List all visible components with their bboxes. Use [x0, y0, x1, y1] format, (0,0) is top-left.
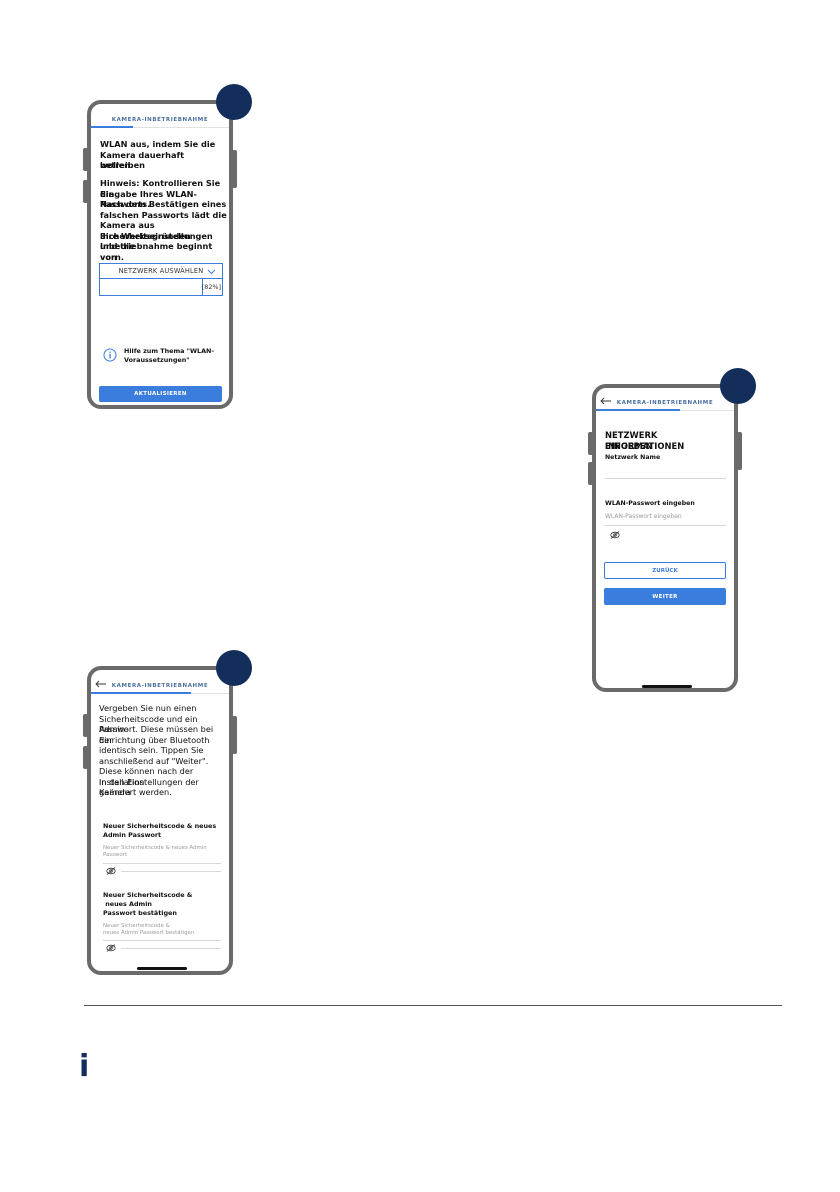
tab-active-indicator	[91, 126, 133, 128]
intro-line-5: identisch sein. Tippen Sie	[99, 745, 204, 755]
hint-line-1: Hinweis: Kontrollieren Sie die	[100, 178, 221, 199]
update-button[interactable]: AKTUALISIEREN	[99, 386, 222, 402]
intro-line-8: in den Einstellungen der Kamera	[99, 776, 199, 798]
hint-line-2: Eingabe Ihres WLAN-Passworts.	[100, 188, 197, 210]
security-code-placeholder-line-2: Passwort	[103, 851, 127, 858]
tab-active-indicator	[596, 409, 680, 411]
security-code-underline	[103, 863, 221, 864]
network-name-label: Netzwerk Name	[605, 454, 661, 461]
hint-line-6: ihre Werkseinstellungen und die	[100, 230, 213, 252]
help-link[interactable]: Hilfe zum Thema "WLAN- Voraussetzungen"	[103, 346, 223, 368]
signal-strength: [82%]	[201, 283, 221, 291]
side-button-left-2	[588, 462, 593, 485]
confirm-label-line-1: Neuer Sicherheitscode &	[103, 891, 193, 899]
confirm-placeholder-line-2: neues Admin Passwort bestätigen	[103, 929, 195, 936]
intro-line-3: Passwort. Diese müssen bei der	[99, 724, 214, 745]
security-code-strength-bar	[121, 871, 221, 872]
step-marker-1	[216, 84, 252, 120]
step-marker-2	[720, 368, 756, 404]
intro-line-2: Kamera dauerhaft betreiben	[100, 149, 185, 171]
heading-line-2: EINGEBEN	[605, 440, 653, 451]
side-button-left-2	[83, 180, 88, 203]
side-button-left-1	[83, 714, 88, 737]
info-icon: i	[79, 1049, 90, 1084]
security-code-placeholder-line-1: Neuer Sicherheitscode & neues Admin	[103, 845, 207, 851]
hint-line-8: vorn.	[100, 251, 124, 262]
phone-frame-2: KAMERA-INBETRIEBNAHME NETZWERK INFORMATI…	[592, 384, 738, 692]
network-select-label: NETZWERK AUSWÄHLEN	[118, 267, 204, 275]
eye-slash-icon[interactable]	[106, 944, 116, 952]
signal-divider	[202, 279, 203, 295]
back-arrow-icon[interactable]	[95, 680, 107, 688]
step-marker-3	[216, 650, 252, 686]
side-button-left-1	[588, 432, 593, 455]
wifi-password-input[interactable]: WLAN-Passwort eingeben	[605, 513, 682, 520]
intro-line-9: geändert werden.	[99, 787, 172, 797]
confirm-placeholder-line-1: Neuer Sicherheitscode &	[103, 923, 170, 929]
intro-line-1: Vergeben Sie nun einen	[99, 703, 197, 713]
help-line-1: Hilfe zum Thema "WLAN-	[124, 347, 215, 355]
wifi-password-underline	[605, 525, 726, 526]
next-button[interactable]: WEITER	[604, 588, 726, 605]
side-button-left-2	[83, 746, 88, 769]
back-button[interactable]: ZURÜCK	[604, 562, 726, 579]
eye-slash-icon[interactable]	[610, 531, 620, 539]
security-code-label-line-2: Admin Passwort	[103, 831, 162, 839]
app-title: KAMERA-INBETRIEBNAHME	[616, 400, 714, 406]
side-button-right	[737, 432, 742, 470]
intro-line-6: anschließend auf "Weiter".	[99, 755, 209, 766]
app-title: KAMERA-INBETRIEBNAHME	[111, 683, 209, 689]
hint-line-4: falschen Passworts lädt die	[100, 209, 227, 220]
hint-line-5: Kamera aus Sicherheitsgründen	[100, 220, 191, 241]
confirm-underline	[103, 940, 221, 941]
intro-line-4: Einrichtung über Bluetooth	[99, 734, 210, 745]
chevron-down-icon	[207, 269, 216, 275]
side-button-right	[232, 150, 237, 188]
phone-frame-1: KAMERA-INBETRIEBNAHME WLAN aus, indem Si…	[87, 100, 233, 409]
info-circle-icon	[103, 348, 117, 362]
app-title: KAMERA-INBETRIEBNAHME	[111, 117, 209, 123]
heading-line-1: NETZWERK INFORMATIONEN	[605, 430, 685, 451]
security-code-input[interactable]: Neuer Sicherheitscode & neues Admin Pass…	[103, 845, 207, 858]
intro-line-7: Diese können nach der Installation	[99, 766, 194, 787]
intro-line-1: WLAN aus, indem Sie die	[100, 139, 216, 149]
confirm-label-line-2: neues Admin	[103, 900, 152, 908]
back-arrow-icon[interactable]	[600, 397, 612, 405]
side-button-right	[232, 716, 237, 754]
intro-line-2: Sicherheitscode und ein Admin-	[99, 713, 198, 735]
phone-frame-3: KAMERA-INBETRIEBNAHME Vergeben Sie nun e…	[87, 666, 233, 975]
hint-line-3: Nach dem Bestätigen eines	[100, 199, 227, 209]
tab-underline	[91, 127, 229, 128]
security-code-label-line-1: Neuer Sicherheitscode & neues	[103, 822, 217, 830]
home-indicator	[642, 685, 692, 688]
network-name-field[interactable]	[605, 478, 726, 479]
confirm-input[interactable]: Neuer Sicherheitscode & neues Admin Pass…	[103, 923, 194, 936]
wifi-password-label: WLAN-Passwort eingeben	[605, 500, 695, 507]
tab-active-indicator	[91, 692, 191, 694]
confirm-label-line-3: Passwort bestätigen	[103, 909, 177, 917]
footer-divider	[84, 1005, 782, 1006]
home-indicator	[137, 967, 187, 970]
intro-line-3: wollen.	[100, 160, 134, 170]
network-list-row[interactable]: [82%]	[99, 279, 223, 296]
confirm-strength-bar	[121, 948, 221, 949]
hint-line-7: Inbetriebnahme beginnt von	[100, 241, 213, 262]
eye-slash-icon[interactable]	[106, 867, 116, 875]
side-button-left-1	[83, 148, 88, 171]
help-line-2: Voraussetzungen"	[124, 355, 190, 364]
network-select[interactable]: NETZWERK AUSWÄHLEN	[99, 263, 223, 279]
